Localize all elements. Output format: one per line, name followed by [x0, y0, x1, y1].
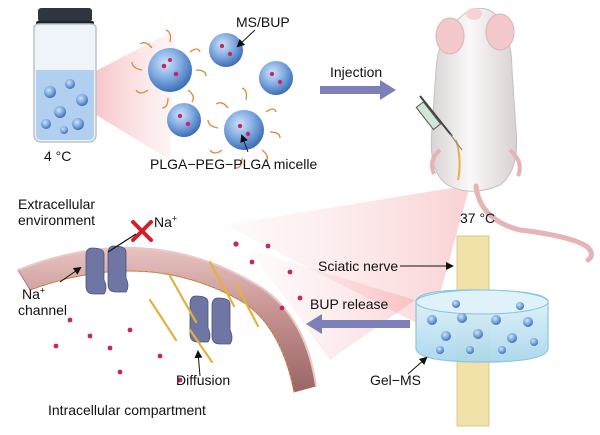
na-channel-icon — [85, 245, 233, 345]
body-temp-label: 37 °C — [460, 210, 496, 226]
vial-temp-label: 4 °C — [44, 148, 72, 164]
drug-dots — [53, 241, 303, 383]
intracellular-label: Intracellular compartment — [48, 402, 206, 418]
diffusion-label: Diffusion — [176, 372, 231, 388]
mouse-to-membrane-beam — [225, 185, 470, 330]
diffusion-rods — [148, 260, 260, 364]
na-channel-charge: + — [39, 285, 46, 296]
vial-icon — [33, 8, 97, 143]
diffusion-leader — [194, 350, 203, 377]
gel-to-membrane-beam — [250, 250, 415, 360]
na-ion-text: Na — [154, 214, 172, 230]
na-channel-label: Na+ — [22, 286, 45, 302]
micelle-icon — [131, 29, 293, 169]
vial-to-micelle-beam — [88, 30, 175, 160]
na-ion-charge: + — [171, 213, 178, 224]
membrane-icon — [17, 246, 317, 393]
bup-release-arrow — [306, 314, 410, 334]
gel-ms-label: Gel−MS — [370, 372, 421, 388]
extracellular-label: Extracellular — [18, 196, 96, 212]
gel-disk-icon — [415, 235, 549, 427]
na-channel-text: Na — [22, 286, 40, 302]
blocked-x-icon — [131, 220, 153, 242]
na-block-leader — [107, 233, 137, 253]
injection-arrow — [320, 80, 396, 100]
injection-label: Injection — [330, 64, 383, 80]
bup-release-label: BUP release — [310, 296, 389, 312]
ms-bup-label: MS/BUP — [236, 14, 290, 30]
mouse-icon — [430, 7, 594, 263]
micelle-label: PLGA−PEG−PLGA micelle — [150, 156, 318, 172]
environment-label: environment — [18, 212, 96, 228]
syringe-icon — [415, 95, 463, 151]
na-channel-leader — [59, 266, 82, 283]
sciatic-nerve-label: Sciatic nerve — [318, 258, 399, 274]
gel-ms-leader — [407, 356, 428, 375]
na-ion-label: Na+ — [154, 214, 177, 230]
ms-bup-leader — [236, 29, 256, 48]
micelle-leader — [240, 134, 249, 153]
channel-label: channel — [18, 302, 68, 318]
